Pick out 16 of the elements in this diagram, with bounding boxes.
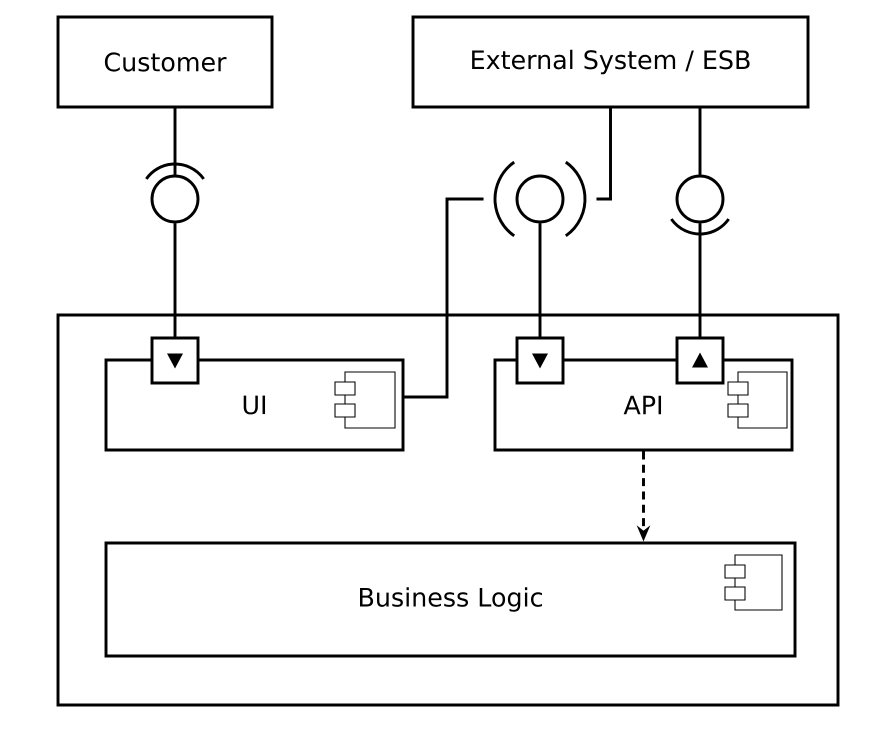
connector-line bbox=[698, 108, 702, 175]
port-box bbox=[676, 336, 724, 384]
system-box: External System / ESB bbox=[412, 16, 810, 108]
interface-circle bbox=[150, 174, 200, 224]
connector-line bbox=[538, 223, 542, 337]
connector-line bbox=[404, 198, 484, 398]
interface-circle bbox=[676, 174, 724, 224]
port-box bbox=[516, 336, 564, 384]
port-box bbox=[150, 336, 200, 384]
connector-line bbox=[174, 108, 176, 175]
actor-box: Customer bbox=[56, 16, 274, 108]
connector-line bbox=[596, 108, 612, 200]
connector-line bbox=[698, 223, 702, 337]
connector-line bbox=[174, 223, 176, 337]
interface-circle bbox=[516, 174, 564, 224]
component-box: Business Logic bbox=[104, 542, 796, 658]
